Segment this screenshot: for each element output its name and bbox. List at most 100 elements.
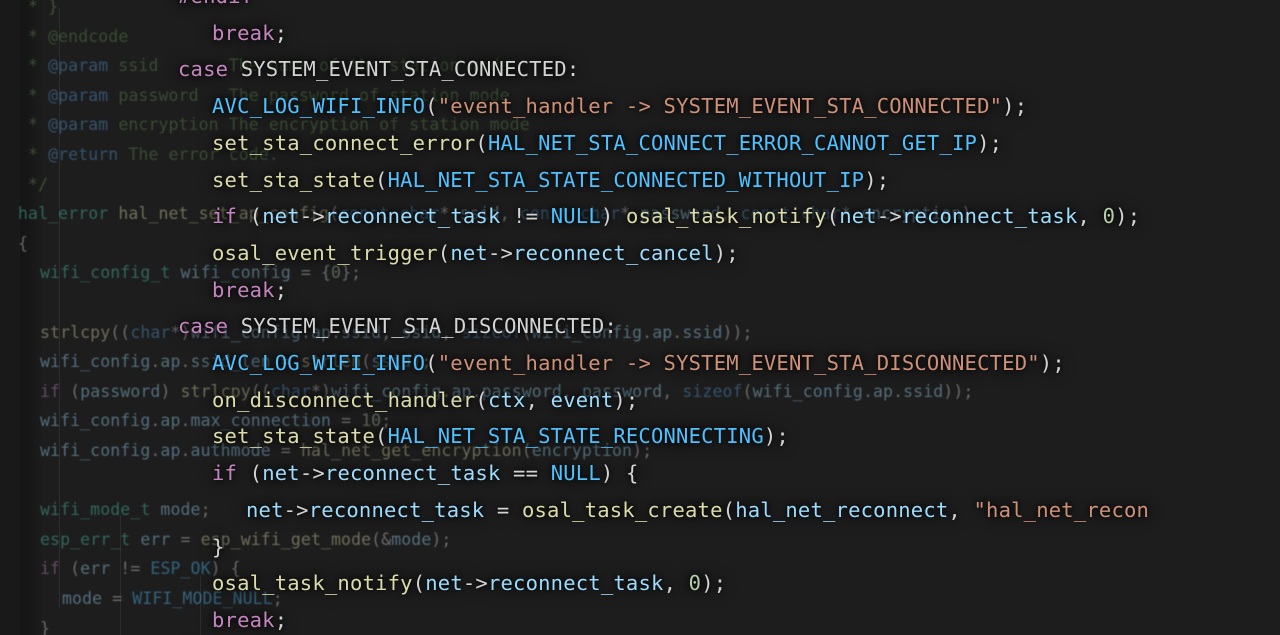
code-token: ( <box>237 204 263 229</box>
code-line[interactable]: break; <box>212 15 287 52</box>
code-line[interactable]: osal_task_notify(net->reconnect_task, 0)… <box>212 565 726 602</box>
code-line[interactable]: * @param password The password of statio… <box>18 81 510 111</box>
code-token: . <box>150 441 161 460</box>
code-token: ( <box>375 424 388 449</box>
code-token: ); <box>1039 351 1065 375</box>
code-token: event <box>550 387 614 412</box>
code-line[interactable]: esp_err_t err = esp_wifi_get_mode(&mode)… <box>40 525 451 555</box>
code-line[interactable]: wifi_config_t wifi_config = {0}; <box>40 258 361 288</box>
code-token: hal_net_reconnect <box>735 497 949 522</box>
code-line[interactable]: } <box>212 529 225 566</box>
code-token: ESP_OK <box>150 559 211 579</box>
code-token: password <box>640 204 721 224</box>
code-line[interactable]: if (net->reconnect_task != NULL) osal_ta… <box>212 198 1140 235</box>
code-line[interactable]: on_disconnect_handler(ctx, event); <box>212 382 638 419</box>
code-token: HAL_NET_STA_STATE_RECONNECTING <box>387 424 764 449</box>
code-token: ); <box>713 240 739 265</box>
code-line[interactable]: if (net->reconnect_task == NULL) { <box>212 455 639 492</box>
code-line[interactable]: * @param encryption The encryption of st… <box>18 110 530 140</box>
code-token: ssid <box>682 322 723 342</box>
code-token: wifi_config <box>40 352 151 372</box>
code-line[interactable]: wifi_mode_t mode; <box>40 495 211 525</box>
code-line[interactable]: * } <box>18 0 58 22</box>
code-token: . <box>331 322 342 342</box>
code-token: HAL_NET_STA_STATE_CONNECTED_WITHOUT_IP <box>387 167 865 192</box>
code-token: reconnect_task <box>901 204 1078 229</box>
code-line[interactable]: */ <box>18 170 48 200</box>
code-token: AVC_LOG_WIFI_INFO <box>212 351 426 375</box>
code-token: . <box>180 411 191 431</box>
code-line[interactable]: case SYSTEM_EVENT_STA_CONNECTED: <box>178 51 579 88</box>
code-token: const <box>519 204 570 224</box>
code-line[interactable]: osal_event_trigger(net->reconnect_cancel… <box>212 235 739 272</box>
code-line[interactable]: set_sta_state(HAL_NET_STA_STATE_CONNECTE… <box>212 162 889 199</box>
code-line[interactable]: * @endcode <box>18 22 128 52</box>
code-line[interactable]: AVC_LOG_WIFI_INFO("event_handler -> SYST… <box>212 345 1065 382</box>
code-line[interactable]: if (password) strlcpy((char*)wifi_config… <box>40 377 973 407</box>
code-line[interactable]: wifi_config.ap.ssid_len = strlen(ssid); <box>40 347 431 377</box>
code-line[interactable]: strlcpy((char*)wifi_config.ap.ssid, ssid… <box>40 318 753 348</box>
code-token: SYSTEM_EVENT_STA_CONNECTED <box>240 57 567 82</box>
code-line[interactable]: set_sta_state(HAL_NET_STA_STATE_RECONNEC… <box>212 418 789 455</box>
code-line[interactable]: break; <box>212 272 287 309</box>
code-line[interactable]: #endif <box>178 0 253 15</box>
code-token: break <box>212 277 275 302</box>
code-token: ap <box>873 381 894 401</box>
code-token: ; <box>274 607 288 632</box>
code-token: . <box>471 381 482 401</box>
code-token: set_sta_connect_error <box>212 130 476 155</box>
code-token: = <box>170 529 201 549</box>
code-line[interactable]: hal_error hal_net_set_ap_config(const ch… <box>18 199 971 229</box>
code-line[interactable]: } <box>40 614 50 635</box>
code-token: ( <box>437 240 451 265</box>
code-token: ssid The name of the station mode <box>108 56 510 76</box>
code-line[interactable]: AVC_LOG_WIFI_INFO("event_handler -> SYST… <box>212 88 1027 125</box>
code-token: encryption The encryption of station mod… <box>108 115 530 135</box>
code-token: , <box>441 322 462 342</box>
code-token: = <box>270 441 301 460</box>
code-token: hal_net_get_encryption <box>300 441 522 460</box>
code-token: , <box>525 387 551 412</box>
code-token: ssid <box>459 204 500 224</box>
code-token: mode <box>62 589 103 608</box>
code-token: ); <box>864 167 890 192</box>
code-token: reconnect_cancel <box>513 240 714 265</box>
code-token: ctx <box>487 387 526 412</box>
code-token: char <box>399 204 440 224</box>
code-token: )); <box>943 381 974 401</box>
code-token: * <box>18 145 49 164</box>
code-token: hal_net_set_ap_config <box>118 204 330 224</box>
code-line[interactable]: * @param ssid The name of the station mo… <box>18 51 510 81</box>
code-token: ); <box>431 529 452 549</box>
code-token: * <box>18 26 49 46</box>
code-line[interactable]: wifi_config.ap.max_connection = 10; <box>40 406 391 436</box>
code-token: ); <box>701 571 727 596</box>
code-token: = <box>484 497 522 522</box>
code-token: sizeof <box>461 322 522 342</box>
code-line[interactable]: set_sta_connect_error(HAL_NET_STA_CONNEC… <box>212 125 1002 162</box>
code-token: . <box>642 322 653 342</box>
code-line[interactable]: case SYSTEM_EVENT_STA_DISCONNECTED: <box>178 308 617 345</box>
code-line[interactable]: wifi_config.ap.authmode = hal_net_get_en… <box>40 436 652 466</box>
code-token: "event_handler -> SYSTEM_EVENT_STA_CONNE… <box>437 94 1003 119</box>
code-token: . <box>300 322 311 342</box>
code-line[interactable]: { <box>18 229 28 259</box>
code-line[interactable]: break; <box>212 602 287 635</box>
code-token: 0 <box>331 263 342 283</box>
code-line[interactable]: mode = WIFI_MODE_NULL; <box>62 584 283 614</box>
code-token: ( <box>425 94 438 119</box>
code-token: strlcpy <box>180 381 251 401</box>
code-token: wifi_config <box>40 441 151 460</box>
code-line[interactable]: net->reconnect_task = osal_task_create(h… <box>246 492 1149 529</box>
code-token: )); <box>722 322 753 342</box>
code-token: const <box>339 204 390 224</box>
code-line[interactable]: * @return The error code. <box>18 140 279 170</box>
code-token: ( <box>475 387 488 412</box>
code-line[interactable]: if (err != ESP_OK) { <box>40 554 241 584</box>
code-token: err <box>140 529 171 549</box>
code-token: (& <box>371 529 392 549</box>
code-token: ap <box>160 352 181 372</box>
